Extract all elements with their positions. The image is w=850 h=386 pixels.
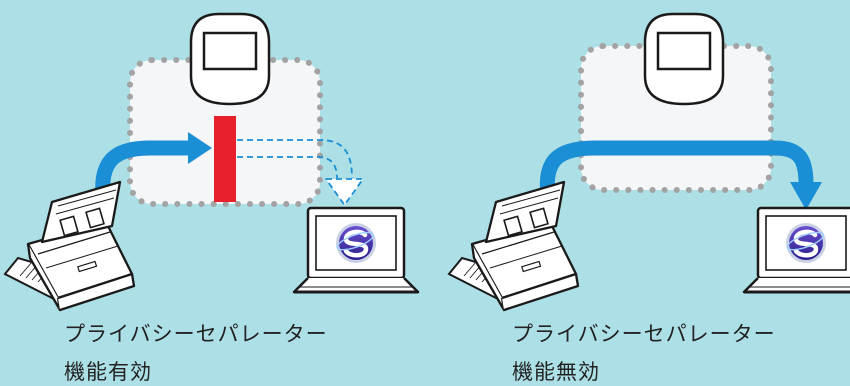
panel-separator-disabled <box>447 12 850 312</box>
panel-separator-enabled <box>3 12 420 312</box>
panel-label-status: 機能有効 <box>64 360 152 384</box>
arrow-head <box>790 182 822 210</box>
blocked-route-outline <box>237 156 338 179</box>
arrow-head <box>188 132 212 164</box>
blocked-route-outline <box>237 139 353 179</box>
scanner-icon <box>3 180 136 312</box>
server-icon <box>189 12 271 106</box>
data-flow-arrow <box>95 140 190 197</box>
privacy-separator-bar <box>214 116 236 202</box>
scanner-icon <box>447 180 580 312</box>
panel-label-line1: プライバシーセパレーター <box>64 322 328 346</box>
server-icon <box>643 12 725 106</box>
panel-label-status: 機能無効 <box>512 360 600 384</box>
panel-label-line1: プライバシーセパレーター <box>512 322 776 346</box>
blocked-arrow-head <box>325 178 364 206</box>
data-flow-arrow <box>539 140 814 197</box>
